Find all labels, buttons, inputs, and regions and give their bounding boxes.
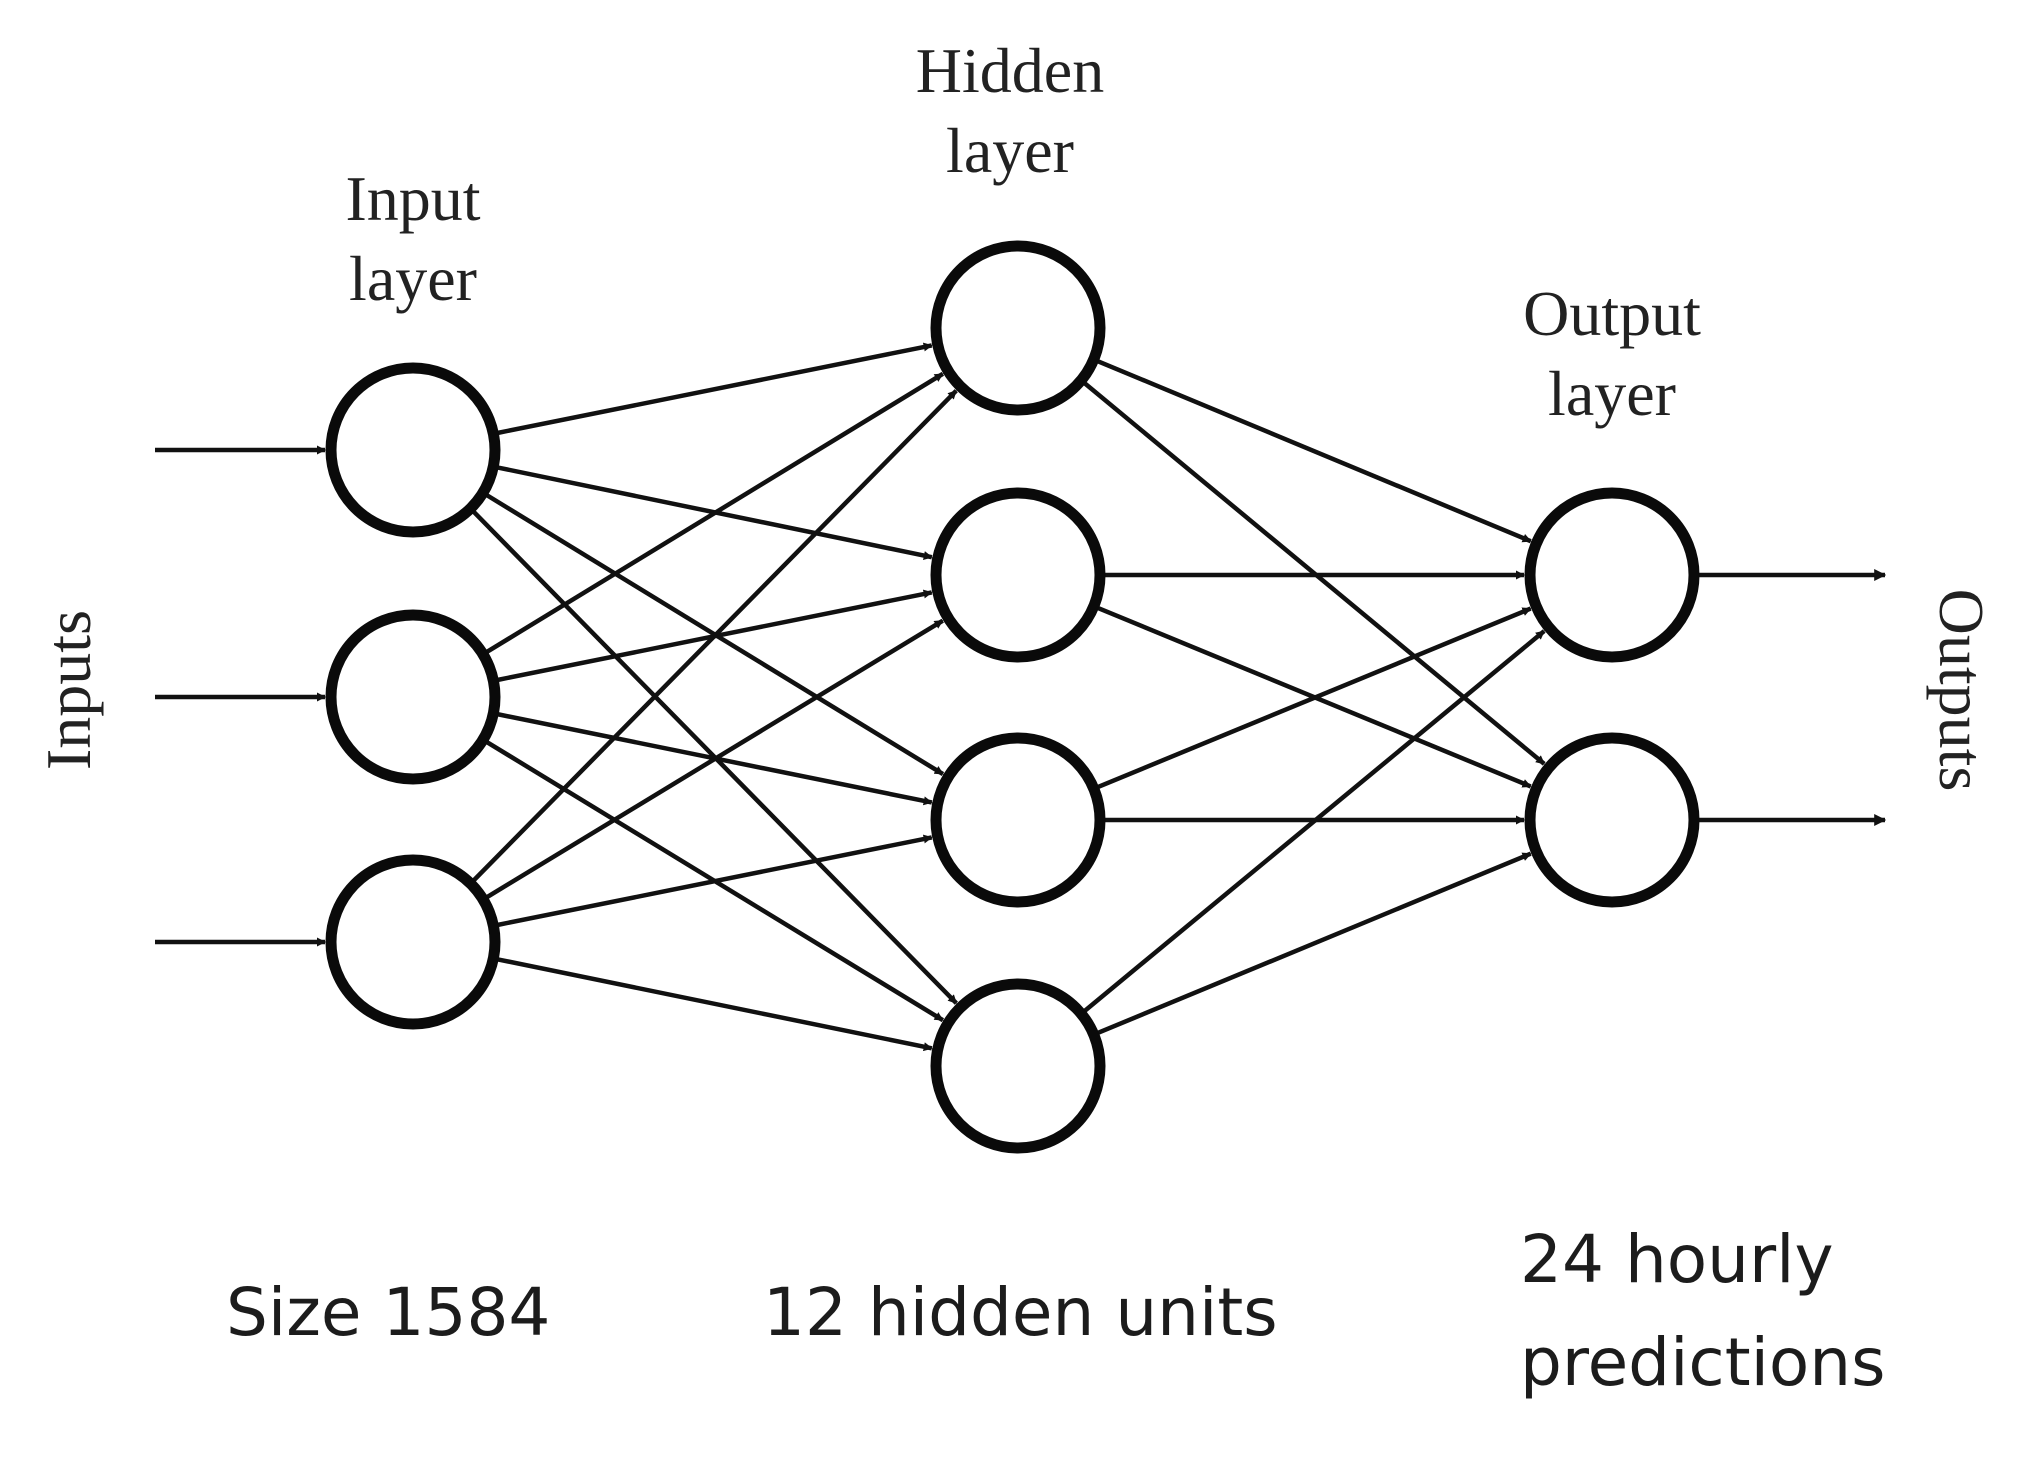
input-caption: Size 1584	[226, 1274, 550, 1351]
connection-l1-n3-to-n0	[1082, 629, 1546, 1013]
input-node-3	[325, 854, 501, 1030]
hidden-node-3	[930, 732, 1106, 908]
connection-l1-n2-to-n0	[1096, 606, 1532, 790]
connections	[471, 342, 1546, 1052]
hidden-node-4	[930, 978, 1106, 1154]
hidden-node-2	[930, 487, 1106, 663]
connection-l0-n1-to-n0	[485, 371, 945, 655]
input-layer-title-line1: Input	[345, 163, 480, 234]
outputs-side-label: Outputs	[1926, 589, 1997, 792]
input-node-2	[325, 609, 501, 785]
input-layer-title-line2: layer	[349, 243, 477, 314]
nodes	[325, 240, 1700, 1154]
connection-l1-n3-to-n1	[1096, 851, 1532, 1036]
hidden-layer-title-line1: Hidden	[916, 35, 1104, 106]
connection-l0-n0-to-n0	[496, 342, 933, 436]
hidden-caption: 12 hidden units	[763, 1274, 1278, 1351]
connection-l0-n2-to-n1	[485, 618, 944, 900]
output-layer-title-line1: Output	[1523, 278, 1701, 349]
output-layer-title-line2: layer	[1548, 358, 1676, 429]
hidden-layer-title-line2: layer	[946, 115, 1074, 186]
connection-l0-n2-to-n3	[496, 957, 933, 1052]
output-caption-line2: predictions	[1520, 1324, 1886, 1401]
hidden-node-1	[930, 240, 1106, 416]
input-node-1	[325, 362, 501, 538]
connection-l0-n2-to-n0	[471, 389, 958, 883]
output-node-2	[1524, 732, 1700, 908]
output-node-1	[1524, 487, 1700, 663]
io-arrows	[155, 445, 1887, 947]
inputs-side-label: Inputs	[33, 610, 104, 770]
connection-l1-n0-to-n0	[1096, 358, 1532, 544]
output-caption-line1: 24 hourly	[1520, 1221, 1834, 1298]
connection-l0-n2-to-n2	[496, 834, 933, 928]
